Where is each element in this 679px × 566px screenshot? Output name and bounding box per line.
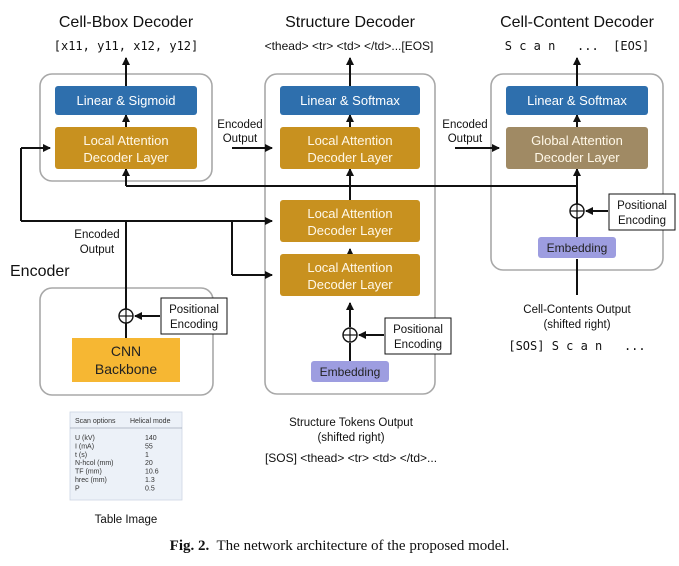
table-cell: I (mA): [75, 443, 94, 450]
table-cell: P: [75, 485, 80, 492]
content-input-seq: [SOS] S c a n ...: [508, 339, 645, 353]
encoded-output-label-structure: Encoded: [217, 119, 262, 131]
svg-text:Backbone: Backbone: [95, 361, 157, 377]
svg-text:Output: Output: [80, 244, 115, 256]
structure-decoder-title: Structure Decoder: [285, 14, 416, 31]
bbox-attention-block: Local Attention Decoder Layer: [55, 127, 197, 169]
table-cell: hrec (mm): [75, 477, 107, 484]
content-linear-label: Linear & Softmax: [527, 93, 627, 108]
structure-attention-block-bottom: Local Attention Decoder Layer: [280, 254, 420, 296]
svg-text:Encoding: Encoding: [618, 215, 666, 227]
encoder-title: Encoder: [10, 263, 70, 280]
svg-text:Decoder Layer: Decoder Layer: [534, 150, 620, 165]
svg-text:Output: Output: [448, 133, 483, 145]
table-cell: 20: [145, 460, 153, 467]
bbox-linear-block: Linear & Sigmoid: [55, 86, 197, 115]
caption-text: The network architecture of the proposed…: [216, 538, 510, 554]
structure-input-label: Structure Tokens Output: [289, 417, 414, 429]
table-header-cell: Helical mode: [130, 418, 171, 425]
svg-text:Local Attention: Local Attention: [307, 206, 392, 221]
svg-text:(shifted right): (shifted right): [317, 432, 384, 444]
structure-linear-label: Linear & Softmax: [300, 93, 400, 108]
svg-text:Embedding: Embedding: [547, 241, 608, 255]
structure-positional-box: Positional Encoding: [384, 317, 452, 355]
svg-text:Positional: Positional: [617, 200, 667, 212]
bbox-output-seq: [x11, y11, x12, y12]: [54, 39, 199, 53]
content-attention-block: Global Attention Decoder Layer: [506, 127, 648, 169]
content-decoder-title: Cell-Content Decoder: [500, 14, 655, 31]
svg-text:(shifted right): (shifted right): [543, 319, 610, 331]
bbox-decoder-title: Cell-Bbox Decoder: [59, 14, 194, 31]
svg-text:Embedding: Embedding: [320, 365, 381, 379]
svg-text:Local Attention: Local Attention: [83, 133, 168, 148]
svg-text:CNN: CNN: [111, 343, 141, 359]
structure-attention-block-top: Local Attention Decoder Layer: [280, 127, 420, 169]
table-image: Scan options Helical mode U (kV) 140 I (mA) 5…: [69, 411, 183, 501]
table-cell: 1: [145, 452, 149, 459]
svg-text:Positional: Positional: [393, 324, 443, 336]
structure-attention-block-mid: Local Attention Decoder Layer: [280, 200, 420, 242]
svg-text:Decoder Layer: Decoder Layer: [307, 277, 393, 292]
content-output-seq: S c a n ... [EOS]: [505, 39, 650, 53]
table-image-label: Table Image: [95, 514, 158, 526]
table-cell: t (s): [75, 452, 87, 459]
structure-linear-block: Linear & Softmax: [280, 86, 420, 115]
table-cell: 55: [145, 443, 153, 450]
table-cell: 140: [145, 435, 157, 442]
bbox-linear-label: Linear & Sigmoid: [77, 93, 176, 108]
svg-text:Local Attention: Local Attention: [307, 133, 392, 148]
structure-output-seq: <thead> <tr> <td> </td>...[EOS]: [265, 39, 434, 53]
table-cell: 10.6: [145, 469, 159, 476]
content-embedding-block: Embedding: [538, 237, 616, 258]
svg-text:Decoder Layer: Decoder Layer: [83, 150, 169, 165]
table-cell: 0.5: [145, 485, 155, 492]
content-input-label: Cell-Contents Output: [523, 304, 631, 316]
svg-text:Encoding: Encoding: [394, 339, 442, 351]
table-cell: TF (mm): [75, 469, 102, 476]
table-cell: U (kV): [75, 435, 95, 442]
table-cell: N-hcol (mm): [75, 460, 114, 467]
svg-text:Decoder Layer: Decoder Layer: [307, 150, 393, 165]
table-header-cell: Scan options: [75, 418, 116, 425]
svg-text:Output: Output: [223, 133, 258, 145]
svg-text:Global Attention: Global Attention: [531, 133, 623, 148]
connection-lines: [20, 57, 608, 363]
svg-text:Positional: Positional: [169, 304, 219, 316]
cnn-backbone-block: CNN Backbone: [72, 338, 180, 382]
svg-text:Encoding: Encoding: [170, 319, 218, 331]
encoded-output-label-content: Encoded: [442, 119, 487, 131]
encoder-positional-box: Positional Encoding: [160, 297, 228, 335]
figure-caption: Fig. 2. The network architecture of the …: [0, 538, 679, 555]
content-positional-box: Positional Encoding: [608, 193, 676, 231]
caption-prefix: Fig. 2.: [169, 538, 210, 554]
svg-text:Local Attention: Local Attention: [307, 260, 392, 275]
encoded-output-label-encoder: Encoded: [74, 229, 119, 241]
structure-input-seq: [SOS] <thead> <tr> <td> </td>...: [265, 451, 437, 465]
svg-text:Decoder Layer: Decoder Layer: [307, 223, 393, 238]
table-cell: 1.3: [145, 477, 155, 484]
structure-embedding-block: Embedding: [311, 361, 389, 382]
content-linear-block: Linear & Softmax: [506, 86, 648, 115]
